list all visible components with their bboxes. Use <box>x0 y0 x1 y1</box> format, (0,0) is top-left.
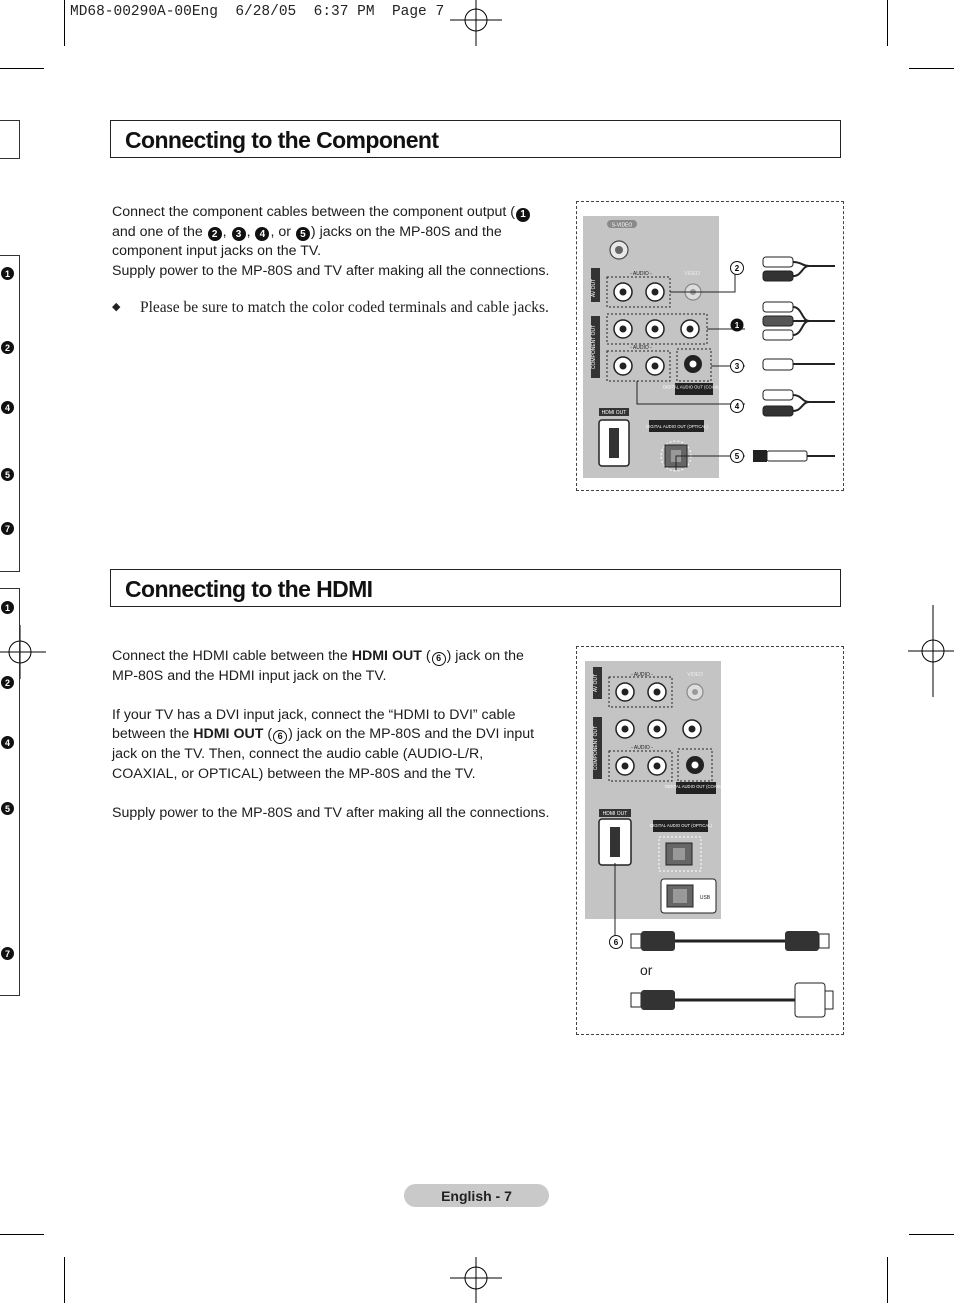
svg-text:COMPONENT OUT: COMPONENT OUT <box>593 726 599 770</box>
component-instructions: Connect the component cables between the… <box>112 203 562 281</box>
side-number-7: 7 <box>1 522 14 535</box>
text-segment: ) jacks on the MP-80S and the <box>310 223 502 240</box>
text-line: COAXIAL, or OPTICAL) between the MP-80S … <box>112 765 476 782</box>
side-index-tab-1 <box>0 255 20 572</box>
rca-cable-pair-icon <box>762 256 835 282</box>
side-number-5: 5 <box>1 468 14 481</box>
text-segment: Connect the component cables between the… <box>112 204 516 220</box>
text-line: Supply power to the MP-80S and TV after … <box>112 804 550 821</box>
digital-optical-label: DIGITAL AUDIO OUT (OPTICAL) <box>646 424 708 429</box>
registration-mark-bottom <box>450 1257 502 1303</box>
text-segment: , or <box>270 223 295 240</box>
hdmi-out-bold: HDMI OUT <box>351 648 422 664</box>
svg-text:- AUDIO -: - AUDIO - <box>631 672 653 678</box>
or-label: or <box>640 962 653 978</box>
svg-text:- AUDIO -: - AUDIO - <box>630 345 652 351</box>
number-5-icon: 5 <box>295 227 310 242</box>
hdmi-to-dvi-cable-icon <box>630 982 834 1018</box>
callout-4: 4 <box>735 402 740 411</box>
callout-1: 1 <box>735 321 740 330</box>
crop-mark <box>909 1234 954 1235</box>
callout-5: 5 <box>735 452 740 461</box>
rca-cable-pair-icon <box>762 389 835 417</box>
crop-mark <box>887 1257 888 1303</box>
registration-mark-left <box>0 625 46 679</box>
svg-text:- AUDIO -: - AUDIO - <box>631 745 653 751</box>
text-line: Supply power to the MP-80S and TV after … <box>112 262 550 279</box>
print-slug: MD68-00290A-00Eng 6/28/05 6:37 PM Page 7 <box>70 4 445 20</box>
crop-mark <box>64 0 65 46</box>
optical-cable-icon <box>753 450 835 462</box>
hdmi-out-bold: HDMI OUT <box>193 726 264 743</box>
number-4-icon: 4 <box>255 227 270 242</box>
side-tab-top <box>0 120 20 159</box>
digital-coaxial-label: DIGITAL AUDIO OUT (COAXIAL) <box>663 385 726 390</box>
audio-label: - AUDIO - <box>630 271 652 277</box>
video-label: VIDEO <box>684 271 700 277</box>
callout-2: 2 <box>735 264 740 273</box>
text-line: If your TV has a DVI input jack, connect… <box>112 706 516 723</box>
av-out-label: AV OUT <box>591 279 597 297</box>
component-cable-icon <box>762 301 835 341</box>
number-3-icon: 3 <box>231 227 246 242</box>
side-number-1: 1 <box>1 601 14 614</box>
svg-text:AV OUT: AV OUT <box>593 674 599 692</box>
text-segment: between the <box>112 726 194 743</box>
crop-mark <box>909 68 954 69</box>
crop-mark <box>0 68 44 69</box>
side-number-2: 2 <box>1 341 14 354</box>
side-number-1: 1 <box>1 267 14 280</box>
diamond-bullet-icon: ◆ <box>112 301 121 313</box>
hdmi-rear-panel-diagram: AV OUT COMPONENT OUT - AUDIO - VIDEO - A… <box>585 661 834 1018</box>
side-number-4: 4 <box>1 736 14 749</box>
page-number-footer: English - 7 <box>404 1184 549 1207</box>
side-number-4: 4 <box>1 401 14 414</box>
callout-6: 6 <box>614 938 619 947</box>
svg-text:DIGITAL AUDIO OUT (COAXIAL): DIGITAL AUDIO OUT (COAXIAL) <box>665 784 728 789</box>
text-line: component input jacks on the TV. <box>112 243 322 260</box>
svideo-label: S-VIDEO <box>612 223 633 229</box>
note-text: Please be sure to match the color coded … <box>140 299 549 316</box>
hdmi-out-label: HDMI OUT <box>602 410 627 416</box>
crop-mark <box>0 1234 44 1235</box>
number-6-icon: 6 <box>431 651 446 666</box>
crop-mark <box>887 0 888 46</box>
side-number-2: 2 <box>1 676 14 689</box>
text-segment: Connect the HDMI cable between the <box>112 648 352 664</box>
coaxial-cable-icon <box>762 358 835 371</box>
component-connection-figure: S-VIDEO AV OUT COMPONENT OUT - AUDIO - V… <box>576 201 844 491</box>
side-number-5: 5 <box>1 802 14 815</box>
hdmi-to-hdmi-cable-icon <box>630 931 830 951</box>
number-1-icon: 1 <box>516 207 531 222</box>
rear-panel-diagram: S-VIDEO AV OUT COMPONENT OUT - AUDIO - V… <box>583 216 835 478</box>
section-title-hdmi: Connecting to the HDMI <box>110 569 841 607</box>
text-segment: ) jack on the <box>446 648 524 664</box>
registration-mark-top <box>450 0 502 46</box>
side-number-7: 7 <box>1 947 14 960</box>
side-index-tab-2 <box>0 588 20 996</box>
svg-text:VIDEO: VIDEO <box>687 672 703 678</box>
registration-mark-right <box>908 605 954 697</box>
hdmi-connection-figure: AV OUT COMPONENT OUT - AUDIO - VIDEO - A… <box>576 646 844 1035</box>
text-line: jack on the TV. Then, connect the audio … <box>112 745 484 762</box>
number-6-icon: 6 <box>273 730 288 745</box>
crop-mark <box>64 1257 65 1303</box>
hdmi-instructions: Connect the HDMI cable between the HDMI … <box>112 647 562 823</box>
note-color-coded: ◆ Please be sure to match the color code… <box>112 298 552 317</box>
text-line: MP-80S and the HDMI input jack on the TV… <box>112 667 387 684</box>
section-title-component: Connecting to the Component <box>110 120 841 158</box>
component-out-label: COMPONENT OUT <box>591 325 597 369</box>
usb-label: USB <box>700 895 711 901</box>
text-segment: ) jack on the MP-80S and the DVI input <box>288 726 535 743</box>
svg-text:DIGITAL AUDIO OUT (OPTICAL): DIGITAL AUDIO OUT (OPTICAL) <box>650 823 712 828</box>
text-segment: and one of the <box>112 223 207 240</box>
number-2-icon: 2 <box>207 227 222 242</box>
callout-3: 3 <box>735 362 740 371</box>
svg-text:HDMI OUT: HDMI OUT <box>603 811 628 817</box>
